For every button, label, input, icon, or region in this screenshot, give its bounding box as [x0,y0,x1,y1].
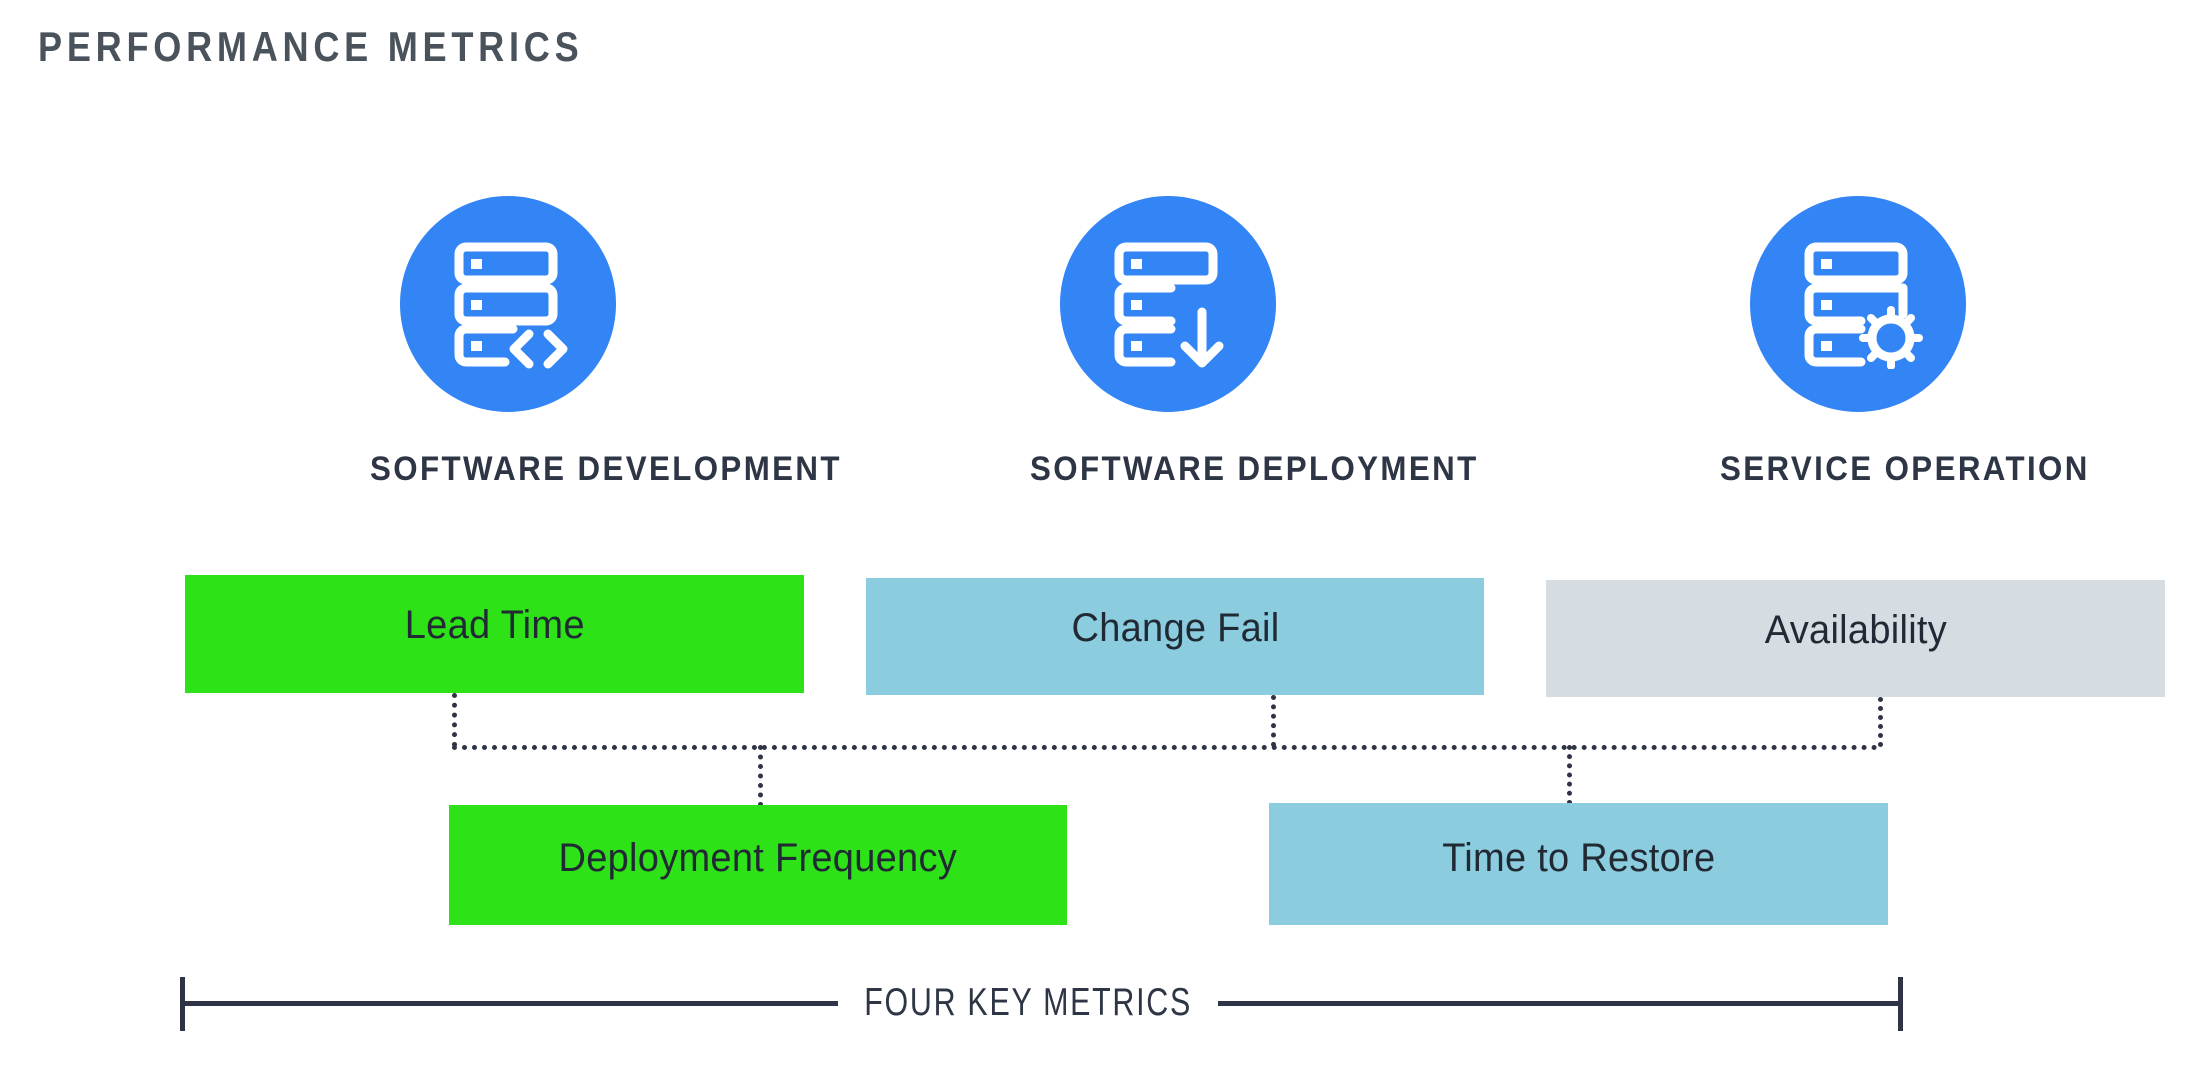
metric-box-lead-time[interactable]: Lead Time [185,575,804,693]
connector-vertical-availability [1878,697,1883,747]
column-software-development: SOFTWARE DEVELOPMENT [358,196,842,489]
column-label-service-operation: SERVICE OPERATION [1720,450,2090,488]
server-code-icon [443,239,573,369]
column-software-deployment: SOFTWARE DEPLOYMENT [1018,196,1479,489]
metric-label-time-to-restore: Time to Restore [1441,836,1716,880]
server-gear-icon-circle [1750,196,1966,412]
bracket-label: FOUR KEY METRICS [864,981,1192,1024]
bracket-label-container: FOUR KEY METRICS [838,975,1218,1031]
bracket-cap-left [180,977,185,1031]
connector-vertical-lead-time [452,693,457,747]
column-label-software-development: SOFTWARE DEVELOPMENT [370,450,842,488]
metric-box-time-to-restore[interactable]: Time to Restore [1269,803,1888,925]
bracket-cap-right [1898,977,1903,1031]
connector-vertical-change-fail [1271,695,1276,747]
server-download-icon [1103,239,1233,369]
server-download-icon-circle [1060,196,1276,412]
page-title: PERFORMANCE METRICS [38,23,584,70]
connector-vertical-time-to-restore [1567,745,1572,805]
server-gear-icon [1793,239,1923,369]
column-label-software-deployment: SOFTWARE DEPLOYMENT [1030,450,1479,488]
metric-box-deployment-frequency[interactable]: Deployment Frequency [449,805,1067,925]
column-service-operation: SERVICE OPERATION [1708,196,2090,489]
metric-label-change-fail: Change Fail [1070,606,1280,650]
metric-box-availability[interactable]: Availability [1546,580,2165,697]
metric-label-lead-time: Lead Time [404,603,585,647]
metric-box-change-fail[interactable]: Change Fail [866,578,1484,695]
connector-horizontal-upper [452,745,1878,750]
server-code-icon-circle [400,196,616,412]
connector-vertical-deployment-frequency [758,745,763,807]
metric-label-availability: Availability [1764,608,1947,652]
metric-label-deployment-frequency: Deployment Frequency [558,836,958,880]
